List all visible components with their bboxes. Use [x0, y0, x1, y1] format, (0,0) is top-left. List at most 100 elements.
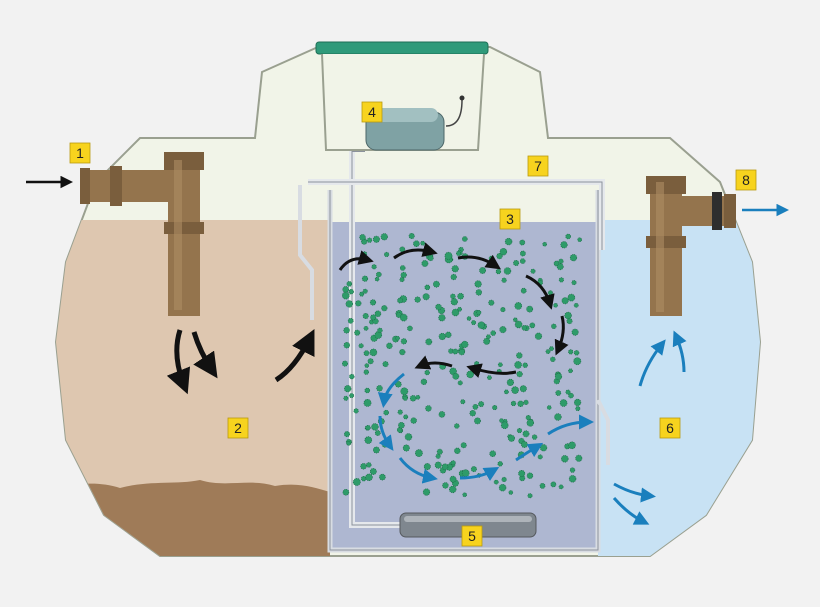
media-particle [569, 467, 576, 473]
media-particle [534, 332, 543, 340]
media-particle [366, 462, 372, 468]
svg-text:8: 8 [742, 172, 750, 188]
media-particle [380, 233, 388, 241]
media-particle [374, 310, 382, 318]
media-particle [475, 289, 482, 296]
media-particle [478, 401, 485, 408]
media-particle [343, 395, 349, 401]
media-particle [519, 385, 527, 393]
media-particle [382, 361, 389, 368]
media-particle [402, 395, 408, 401]
media-particle [516, 428, 523, 434]
label-8: 8 [735, 169, 757, 191]
aeration-chamber-wall-edge [329, 190, 599, 551]
media-particle [363, 325, 369, 331]
media-particle [547, 290, 553, 296]
label-3: 3 [499, 208, 521, 230]
arrow-icon [638, 339, 666, 387]
media-particle [485, 334, 491, 340]
media-particle [363, 369, 369, 375]
media-particle [432, 280, 440, 288]
media-particle [395, 335, 400, 341]
media-particle [377, 327, 383, 334]
media-particle [342, 488, 350, 496]
media-particle [452, 372, 460, 380]
media-particle [519, 258, 526, 264]
svg-text:1: 1 [76, 145, 84, 161]
media-particle [503, 267, 512, 275]
media-particle [550, 356, 556, 362]
media-particle [360, 463, 367, 470]
arrow-icon [377, 372, 405, 408]
media-particle [359, 234, 366, 241]
media-particle [575, 454, 583, 462]
media-particle [500, 307, 506, 313]
media-particle [397, 409, 403, 415]
media-particle [349, 393, 355, 399]
arrow-icon [191, 331, 218, 379]
media-particle [363, 350, 370, 357]
media-particle [504, 237, 513, 246]
label-4: 4 [361, 101, 383, 123]
media-particle [343, 431, 350, 438]
media-particle [364, 436, 373, 444]
arrow-icon [547, 414, 594, 436]
media-particle [500, 421, 509, 430]
svg-text:5: 5 [468, 528, 476, 544]
media-particle [365, 473, 373, 481]
media-particle [517, 400, 524, 407]
media-particle [414, 449, 423, 457]
arrow-icon [393, 242, 438, 260]
media-particle [518, 469, 526, 477]
media-particle [394, 380, 402, 388]
media-particle [553, 302, 558, 308]
media-particle [420, 378, 428, 385]
media-particle [451, 308, 460, 317]
media-particle [568, 475, 577, 483]
media-particle [458, 348, 465, 356]
media-particle [349, 373, 355, 380]
media-particle [371, 423, 379, 431]
media-particle [519, 239, 526, 246]
media-particle [341, 291, 350, 300]
media-particle [469, 410, 476, 417]
media-particle [370, 314, 377, 321]
media-particle [507, 434, 515, 442]
media-particle [375, 271, 382, 278]
media-particle [488, 299, 495, 306]
media-particle [441, 463, 449, 471]
media-particle [402, 444, 410, 452]
media-particle [571, 280, 577, 286]
media-particle [573, 398, 582, 407]
media-particle [384, 251, 390, 258]
media-particle [477, 321, 485, 329]
media-particle [526, 305, 534, 313]
media-particle [374, 430, 381, 436]
media-particle [398, 421, 405, 429]
media-particle [425, 338, 433, 346]
media-particle [521, 441, 528, 448]
flow-arrows [26, 175, 789, 525]
media-particle [568, 441, 576, 450]
media-particle [530, 268, 536, 274]
media-particle [343, 342, 350, 349]
media-particle [479, 267, 486, 274]
outlet-pipe [646, 176, 736, 316]
media-particle [455, 250, 461, 256]
media-particle [495, 268, 502, 275]
media-particle [424, 369, 430, 376]
media-particle [423, 463, 431, 471]
media-particle [497, 461, 503, 467]
media-particle [501, 277, 507, 283]
media-particle [474, 280, 482, 288]
media-particle [454, 447, 461, 454]
media-particle [399, 277, 405, 283]
media-particle [526, 472, 534, 479]
arrow-icon [525, 274, 555, 310]
media-particle [474, 361, 480, 367]
media-particle [476, 309, 482, 315]
media-particle [575, 406, 581, 412]
media-particle [520, 250, 526, 257]
media-particle [444, 251, 453, 260]
